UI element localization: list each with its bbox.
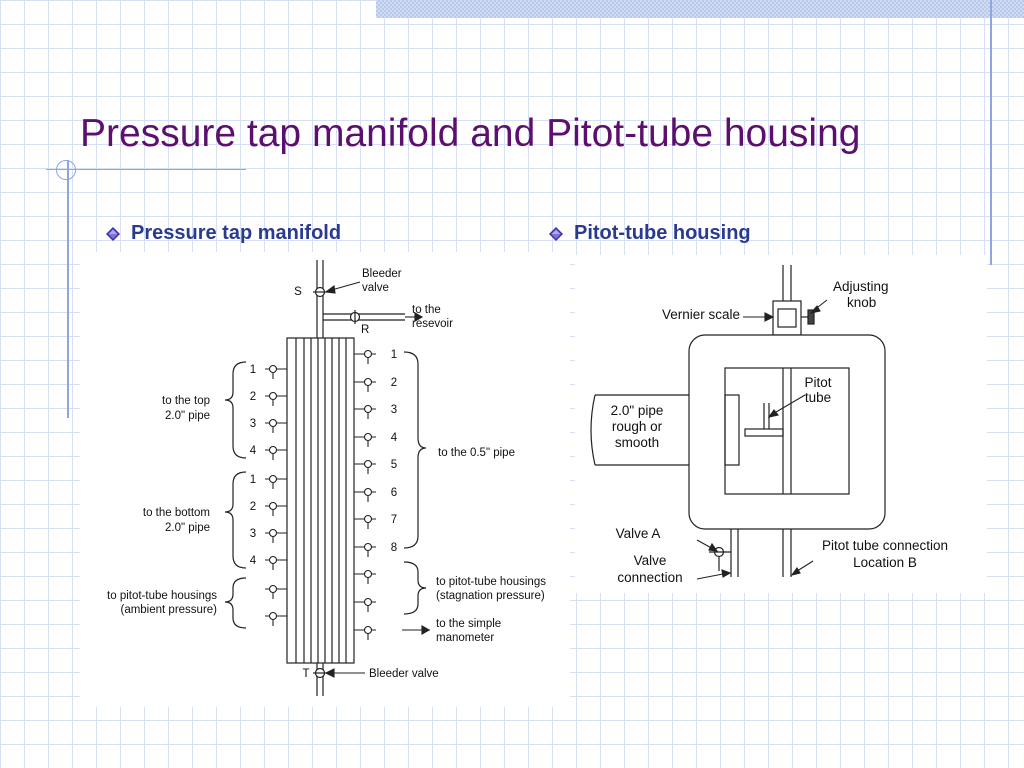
label-bleeder-top-2: valve <box>362 282 389 294</box>
label-resevoir-1: to the <box>412 304 441 316</box>
brace-bottom-pipe <box>224 471 247 569</box>
right-tap <box>354 625 376 640</box>
label-bleeder-bottom: Bleeder valve <box>369 668 439 680</box>
right-tap <box>354 597 376 612</box>
tap-number-left-top: 4 <box>250 445 257 457</box>
label-pitot-connection-1: Pitot tube connection <box>822 538 948 553</box>
brace-stagnation <box>403 561 427 615</box>
left-tap <box>265 418 287 433</box>
left-tap <box>265 555 287 570</box>
label-top-pipe-1: to the top <box>162 395 210 407</box>
title-circle-ornament <box>56 160 76 180</box>
label-bottom-pipe-2: 2.0" pipe <box>165 522 210 534</box>
top-decorative-band <box>376 0 1024 18</box>
left-tap <box>265 611 287 626</box>
tap-number-left-bottom: 1 <box>250 474 256 486</box>
label-T: T <box>302 668 309 680</box>
right-tap <box>354 514 376 529</box>
tap-number-right: 5 <box>391 459 397 471</box>
tap-number-right: 2 <box>391 377 397 389</box>
right-decorative-line <box>990 0 992 265</box>
tap-number-right: 6 <box>391 487 397 499</box>
right-tap <box>354 404 376 419</box>
label-pitot-2: tube <box>805 390 831 405</box>
right-tap <box>354 569 376 584</box>
left-decorative-line <box>67 160 69 418</box>
label-stagnation-1: to pitot-tube housings <box>436 576 546 588</box>
title-underline <box>46 169 246 170</box>
left-tap <box>265 474 287 489</box>
bullet-pressure-tap-manifold: Pressure tap manifold <box>105 222 341 245</box>
bullet-label: Pitot-tube housing <box>574 222 751 244</box>
label-half-pipe: to the 0.5" pipe <box>438 447 515 459</box>
label-R: R <box>361 324 369 336</box>
tap-number-left-top: 3 <box>250 418 256 430</box>
slide-title: Pressure tap manifold and Pitot-tube hou… <box>80 112 861 155</box>
label-vernier-scale: Vernier scale <box>662 307 740 322</box>
label-ambient-2: (ambient pressure) <box>120 604 217 616</box>
right-tap <box>354 542 376 557</box>
pressure-tap-manifold-figure: S Bleeder valve R to the resevoir to the… <box>80 252 570 707</box>
label-stagnation-2: (stagnation pressure) <box>436 590 545 602</box>
label-bleeder-top-1: Bleeder <box>362 268 402 280</box>
label-adjusting-2: knob <box>847 295 876 310</box>
label-valve-connection-2: connection <box>617 570 682 585</box>
left-tap <box>265 364 287 379</box>
right-tap <box>354 487 376 502</box>
manifold-diagram: S Bleeder valve R to the resevoir to the… <box>107 260 546 696</box>
right-tap <box>354 459 376 474</box>
left-tap <box>265 528 287 543</box>
label-pipe-1: 2.0" pipe <box>611 403 664 418</box>
left-tap <box>265 391 287 406</box>
brace-half-pipe <box>403 351 427 549</box>
bullet-label: Pressure tap manifold <box>131 222 342 244</box>
label-adjusting-1: Adjusting <box>833 279 889 294</box>
left-tap <box>265 501 287 516</box>
label-top-pipe-2: 2.0" pipe <box>165 410 210 422</box>
label-ambient-1: to pitot-tube housings <box>107 590 217 602</box>
left-tap <box>265 445 287 460</box>
right-tap <box>354 377 376 392</box>
right-tap <box>354 349 376 364</box>
diamond-bullet-icon <box>549 226 563 241</box>
label-pipe-3: smooth <box>615 435 659 450</box>
label-manometer-1: to the simple <box>436 618 501 630</box>
tap-number-left-bottom: 4 <box>250 555 257 567</box>
brace-top-pipe <box>224 361 247 459</box>
tap-number-right: 8 <box>391 542 397 554</box>
tap-number-left-top: 1 <box>250 364 256 376</box>
diamond-bullet-icon <box>106 226 120 241</box>
label-pipe-2: rough or <box>612 419 663 434</box>
tap-number-right: 1 <box>391 349 397 361</box>
label-valve-connection-1: Valve <box>634 553 667 568</box>
tap-number-right: 7 <box>391 514 397 526</box>
right-tap <box>354 432 376 447</box>
pitot-tube-housing-figure: Adjusting knob Vernier scale Pitot tube … <box>575 255 987 593</box>
label-S: S <box>294 286 302 298</box>
label-bottom-pipe-1: to the bottom <box>143 507 210 519</box>
label-manometer-2: manometer <box>436 632 494 644</box>
brace-ambient <box>224 577 247 629</box>
tap-number-left-bottom: 2 <box>250 501 256 513</box>
tap-number-right: 3 <box>391 404 397 416</box>
tap-number-right: 4 <box>391 432 398 444</box>
label-valve-a: Valve A <box>616 526 661 541</box>
left-tap <box>265 584 287 599</box>
label-pitot-connection-2: Location B <box>853 555 917 570</box>
pitot-housing-diagram: Adjusting knob Vernier scale Pitot tube … <box>590 265 948 585</box>
label-pitot-1: Pitot <box>804 375 831 390</box>
tap-number-left-bottom: 3 <box>250 528 256 540</box>
label-resevoir-2: resevoir <box>412 318 453 330</box>
tap-number-left-top: 2 <box>250 391 256 403</box>
bullet-pitot-tube-housing: Pitot-tube housing <box>548 222 751 245</box>
